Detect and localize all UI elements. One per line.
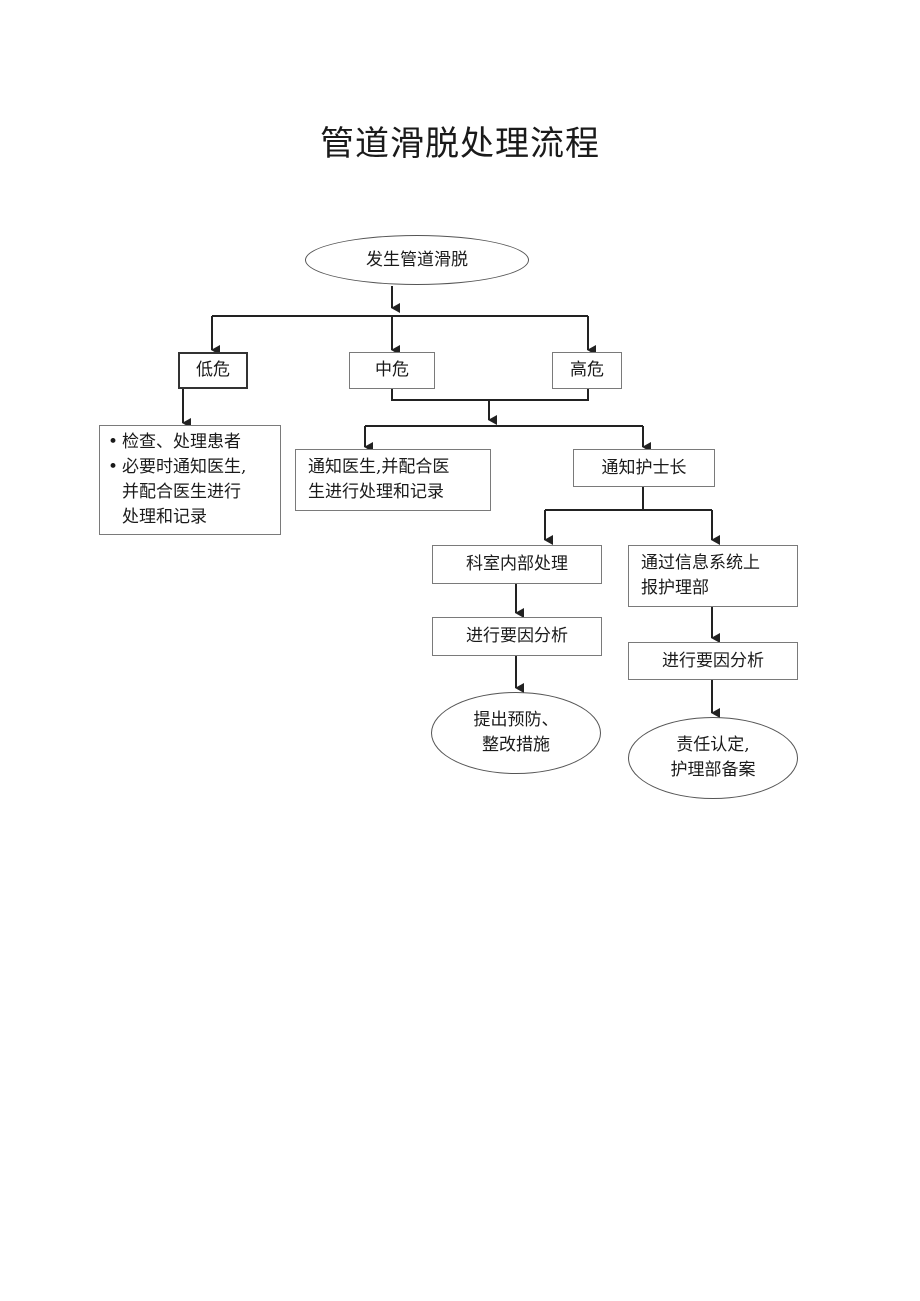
analysis-right-label: 进行要因分析 <box>662 650 764 671</box>
low-action-item: 必要时通知医生, <box>108 455 246 480</box>
connector-mid-down <box>391 389 589 401</box>
high-risk-label: 高危 <box>570 360 604 380</box>
prevention-line: 提出预防、 <box>473 710 559 730</box>
responsibility-line: 护理部备案 <box>670 760 756 780</box>
notify-doctor-line: 生进行处理和记录 <box>308 482 444 502</box>
prevention-line: 整改措施 <box>482 735 550 755</box>
start-node: 发生管道滑脱 <box>305 235 529 285</box>
report-system-box: 通过信息系统上 报护理部 <box>628 545 798 607</box>
low-action-item: 检查、处理患者 <box>108 430 246 455</box>
low-action-line: 必要时通知医生, <box>122 457 247 477</box>
report-system-line: 报护理部 <box>641 578 709 598</box>
analysis-right-box: 进行要因分析 <box>628 642 798 680</box>
report-system-line: 通过信息系统上 <box>641 553 760 573</box>
low-action-line: 处理和记录 <box>122 507 207 527</box>
low-risk-label: 低危 <box>196 360 230 380</box>
mid-risk-node: 中危 <box>349 352 435 389</box>
low-action-line: 并配合医生进行 <box>122 482 241 502</box>
analysis-left-label: 进行要因分析 <box>466 626 568 646</box>
notify-doctor-line: 通知医生,并配合医 <box>308 457 450 477</box>
analysis-left-box: 进行要因分析 <box>432 617 602 656</box>
low-risk-node: 低危 <box>178 352 248 389</box>
low-risk-actions-list: 检查、处理患者 必要时通知医生, <box>108 430 246 480</box>
notify-head-nurse-box: 通知护士长 <box>573 449 715 487</box>
start-node-label: 发生管道滑脱 <box>366 249 468 270</box>
notify-doctor-box: 通知医生,并配合医 生进行处理和记录 <box>295 449 491 511</box>
low-risk-actions-box: 检查、处理患者 必要时通知医生, 并配合医生进行 处理和记录 <box>99 425 281 535</box>
responsibility-node: 责任认定, 护理部备案 <box>628 717 798 799</box>
dept-internal-box: 科室内部处理 <box>432 545 602 584</box>
prevention-node: 提出预防、 整改措施 <box>431 692 601 774</box>
dept-internal-label: 科室内部处理 <box>466 554 568 574</box>
notify-head-nurse-label: 通知护士长 <box>601 457 687 478</box>
page-title: 管道滑脱处理流程 <box>320 124 600 164</box>
high-risk-node: 高危 <box>552 352 622 389</box>
responsibility-line: 责任认定, <box>676 735 750 755</box>
mid-risk-label: 中危 <box>375 360 409 380</box>
